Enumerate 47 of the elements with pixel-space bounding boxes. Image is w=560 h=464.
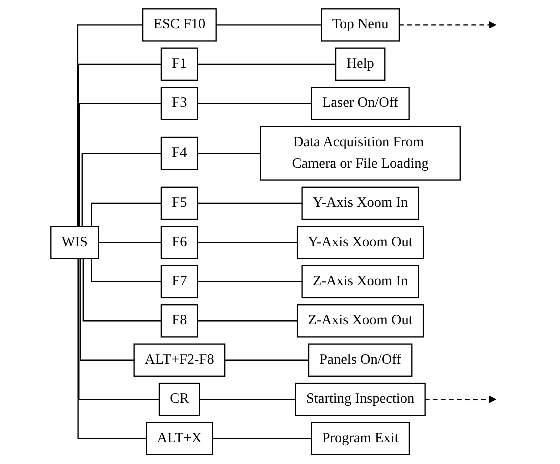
connector <box>78 64 162 227</box>
node-box: WIS <box>50 226 100 260</box>
node-box: ESC F10 <box>142 8 218 42</box>
node-box: Help <box>336 48 386 82</box>
connector <box>98 242 162 244</box>
connector <box>92 202 162 227</box>
node-box: Y-Axis Xoom Out <box>297 226 424 260</box>
node-box: F4 <box>161 136 199 170</box>
node-box: F8 <box>161 304 199 338</box>
node-box: Y-Axis Xoom In <box>302 186 420 220</box>
connector <box>216 24 322 26</box>
node-box: CR <box>159 382 201 416</box>
connector <box>78 258 147 440</box>
node-box: Data Acquisition From Camera or File Loading <box>260 126 462 181</box>
node-box: Panels On/Off <box>308 344 413 377</box>
node-box: F3 <box>161 87 199 120</box>
connector <box>198 320 298 322</box>
connector <box>82 152 162 227</box>
node-box: Starting Inspection <box>295 382 426 416</box>
connector <box>78 258 160 400</box>
connector <box>198 64 336 65</box>
node-box: Laser On/Off <box>311 87 410 120</box>
arrow <box>399 21 497 30</box>
node-box: F7 <box>161 265 199 299</box>
connector <box>198 103 312 104</box>
connector <box>79 103 162 227</box>
node-box: Top Nenu <box>321 8 400 42</box>
connector <box>198 242 298 244</box>
node-box: Z-Axis Xoom Out <box>297 304 424 338</box>
connector <box>198 202 302 204</box>
connector <box>198 281 302 282</box>
connector <box>82 258 162 322</box>
connector <box>198 152 261 154</box>
connector <box>224 360 310 361</box>
connector <box>80 258 134 361</box>
connector <box>92 258 162 282</box>
connector <box>78 24 144 227</box>
connector <box>212 438 312 440</box>
node-box: ALT+F2-F8 <box>134 344 226 377</box>
node-box: Z-Axis Xoom In <box>302 265 420 299</box>
node-box: F6 <box>161 226 199 260</box>
connector <box>199 399 296 400</box>
node-box: ALT+X <box>146 422 214 456</box>
node-box: Program Exit <box>311 422 410 456</box>
node-box: F1 <box>161 48 199 82</box>
node-box: F5 <box>161 186 199 220</box>
arrow <box>424 396 497 404</box>
